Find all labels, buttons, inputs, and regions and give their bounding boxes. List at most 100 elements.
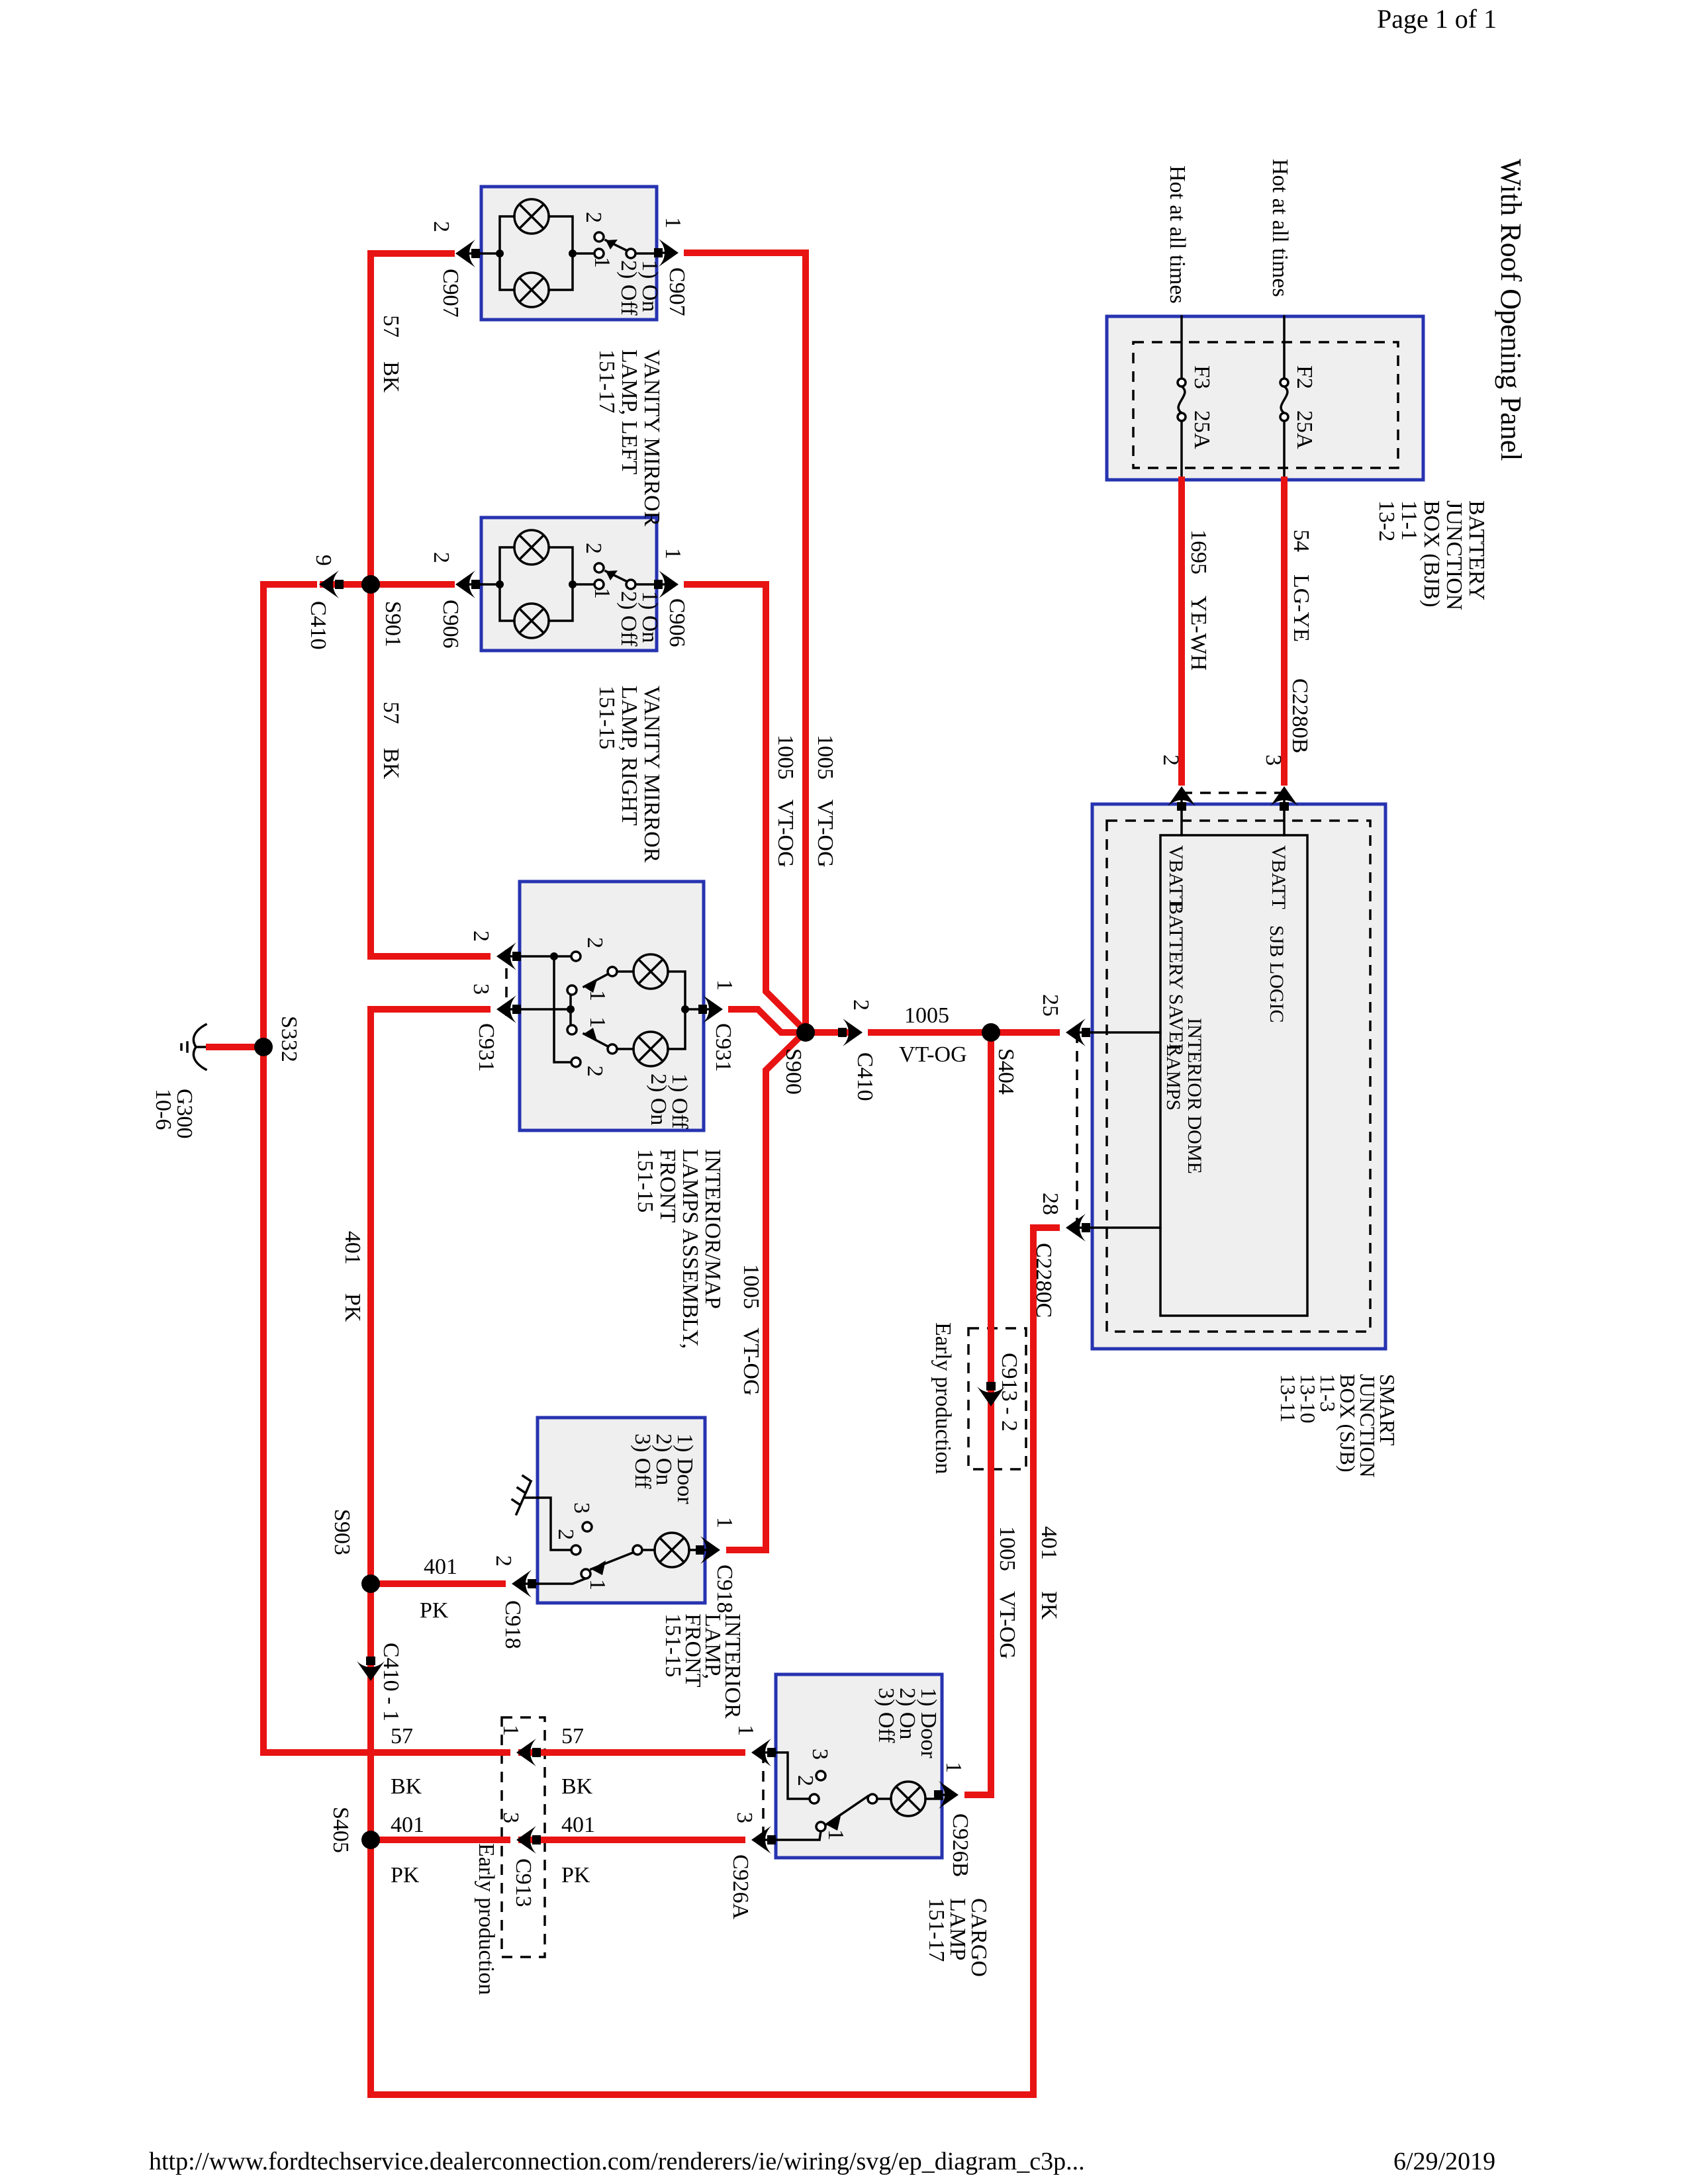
sjb-logic-box — [1159, 834, 1309, 1317]
vanity-right-name-2: LAMP, RIGHT — [617, 686, 641, 826]
diagram-title: With Roof Opening Panel — [1495, 159, 1527, 461]
wire-57bk-b1: 57 — [379, 702, 403, 724]
splice-s903-dot — [361, 1574, 380, 1593]
battery-junction-box — [1105, 314, 1425, 482]
vanity-right-name-3: 151-15 — [594, 686, 619, 749]
wire-401pk-e1: 401 — [561, 1813, 595, 1837]
fuse-f2-rating: 25A — [1292, 410, 1317, 449]
wire-1695-color: YE-WH — [1186, 596, 1211, 670]
bjb-name-4: 11-1 — [1397, 500, 1421, 541]
wire-1005-c906-s900 — [684, 581, 808, 1034]
splice-s404-dot — [982, 1023, 1000, 1042]
c926a-pin-1: 1 — [733, 1725, 758, 1736]
intfront-name-3: FRONT — [680, 1614, 705, 1688]
wire-57bk-d1: 57 — [561, 1724, 584, 1749]
wire-401pk-pin28-s405 — [367, 1224, 1060, 2098]
early-production-2: Early production — [474, 1843, 498, 1995]
intmap-name-3: FRONT — [655, 1149, 680, 1223]
c918-pin-2: 2 — [491, 1555, 516, 1567]
bjb-name-2: JUNCTION — [1442, 500, 1466, 610]
wire-401pk-b2: PK — [1037, 1591, 1061, 1620]
cargo-t1: 1 — [823, 1829, 848, 1841]
sjb-logic: SJB LOGIC — [1266, 925, 1288, 1023]
wire-401pk-c931-s903 — [367, 1006, 491, 1587]
c913: C913 — [511, 1858, 536, 1907]
cargo-name-2: LAMP — [945, 1898, 970, 1960]
wire-1005-a1: 1005 — [773, 735, 798, 780]
cargo-pos1: 1) Door — [916, 1688, 941, 1758]
connector-c931-2-icon — [496, 942, 521, 970]
wire-57bk-a1: 57 — [379, 315, 403, 338]
vanity-left-sw2: 2 — [581, 212, 606, 223]
c918-left: C918 — [500, 1600, 525, 1649]
c410-at-s900: C410 — [853, 1052, 877, 1101]
intmap-pos1: 1) Off — [667, 1073, 692, 1129]
intmap-pos2: 2) On — [646, 1073, 671, 1125]
splice-s900: S900 — [781, 1048, 806, 1095]
hot-at-all-times-2: Hot at all times — [1268, 159, 1292, 297]
wire-bjb-to-sjb — [1178, 477, 1288, 786]
intmap-t1a: 1 — [585, 990, 610, 1001]
sjb-inner-dashed-box — [1105, 819, 1372, 1333]
wire-1005-d2: VT-OG — [739, 1328, 763, 1396]
splice-s901-dot — [361, 575, 380, 594]
sjb-name-4: 11-3 — [1316, 1374, 1340, 1412]
ground-g300: G300 — [172, 1089, 197, 1139]
vanity-left-name-3: 151-17 — [594, 349, 619, 413]
lamp-icon — [632, 953, 669, 990]
connector-c913-1-icon — [516, 1739, 541, 1766]
sjb-lamps: LAMPS — [1162, 1044, 1184, 1111]
vanity-right-pos1: 1) On — [637, 591, 662, 643]
vanity-left-pos2: 2) Off — [616, 260, 641, 316]
c931-left: C931 — [474, 1023, 498, 1072]
bjb-name-1: BATTERY — [1464, 500, 1489, 600]
intmap-name-2: LAMPS ASSEMBLY, — [678, 1149, 702, 1349]
splice-s903: S903 — [330, 1509, 354, 1555]
wire-57bk-d2: BK — [561, 1774, 593, 1799]
c931-pin-2: 2 — [469, 931, 493, 942]
connector-c913-3-icon — [516, 1826, 541, 1854]
connector-c410-9-icon — [319, 570, 344, 598]
intmap-t2b: 2 — [583, 1066, 607, 1077]
c913-2: C913 - 2 — [997, 1353, 1021, 1432]
lamp-icon — [513, 602, 550, 639]
c906-pin-2: 2 — [429, 552, 453, 563]
c918-right: C918 — [712, 1565, 737, 1614]
splice-s405-dot — [361, 1831, 380, 1849]
vanity-left-sw1: 1 — [590, 257, 614, 268]
vanity-left-name-1: VANITY MIRROR — [639, 349, 664, 527]
c913-pin-3: 3 — [498, 1812, 523, 1823]
smart-junction-box — [1090, 802, 1387, 1351]
c926a-pin-3: 3 — [732, 1812, 757, 1823]
c410-at-s901: C410 — [306, 601, 330, 650]
cargo-t3: 3 — [808, 1749, 832, 1760]
wire-1005-b2: VT-OG — [813, 799, 837, 868]
fuse-f3-rating: 25A — [1190, 410, 1214, 449]
lamp-icon — [653, 1531, 690, 1569]
wire-1695: 1695 — [1186, 529, 1211, 574]
cargo-name-3: 151-17 — [924, 1898, 949, 1962]
splice-s405: S405 — [328, 1807, 353, 1853]
wire-401pk-a2: PK — [340, 1293, 365, 1322]
c906-pin-1: 1 — [661, 548, 685, 559]
interior-map-lamps-assembly-box — [518, 880, 706, 1132]
vanity-right-pos2: 2) Off — [616, 591, 641, 647]
wire-401pk-d2: PK — [391, 1863, 420, 1888]
vanity-right-sw2: 2 — [581, 543, 606, 554]
vanity-left-pos1: 1) On — [637, 260, 662, 312]
c907-right: C907 — [665, 267, 689, 316]
sjb-pin-25: 25 — [1038, 994, 1062, 1017]
c913-pin-1: 1 — [498, 1725, 523, 1736]
lamp-icon — [513, 198, 550, 235]
lamp-icon — [513, 271, 550, 308]
early-production-1: Early production — [931, 1322, 955, 1474]
switch-arm-arrowheads — [584, 240, 841, 1831]
cargo-pos2: 2) On — [895, 1688, 919, 1739]
splice-s332-dot — [254, 1038, 273, 1056]
sjb-name-1: SMART — [1376, 1374, 1399, 1446]
wire-1005-s900-c918 — [726, 1030, 807, 1553]
splice-s332: S332 — [277, 1016, 301, 1062]
c913-2-early-production-box — [967, 1327, 1027, 1471]
wire-1005-e2: VT-OG — [995, 1591, 1019, 1659]
